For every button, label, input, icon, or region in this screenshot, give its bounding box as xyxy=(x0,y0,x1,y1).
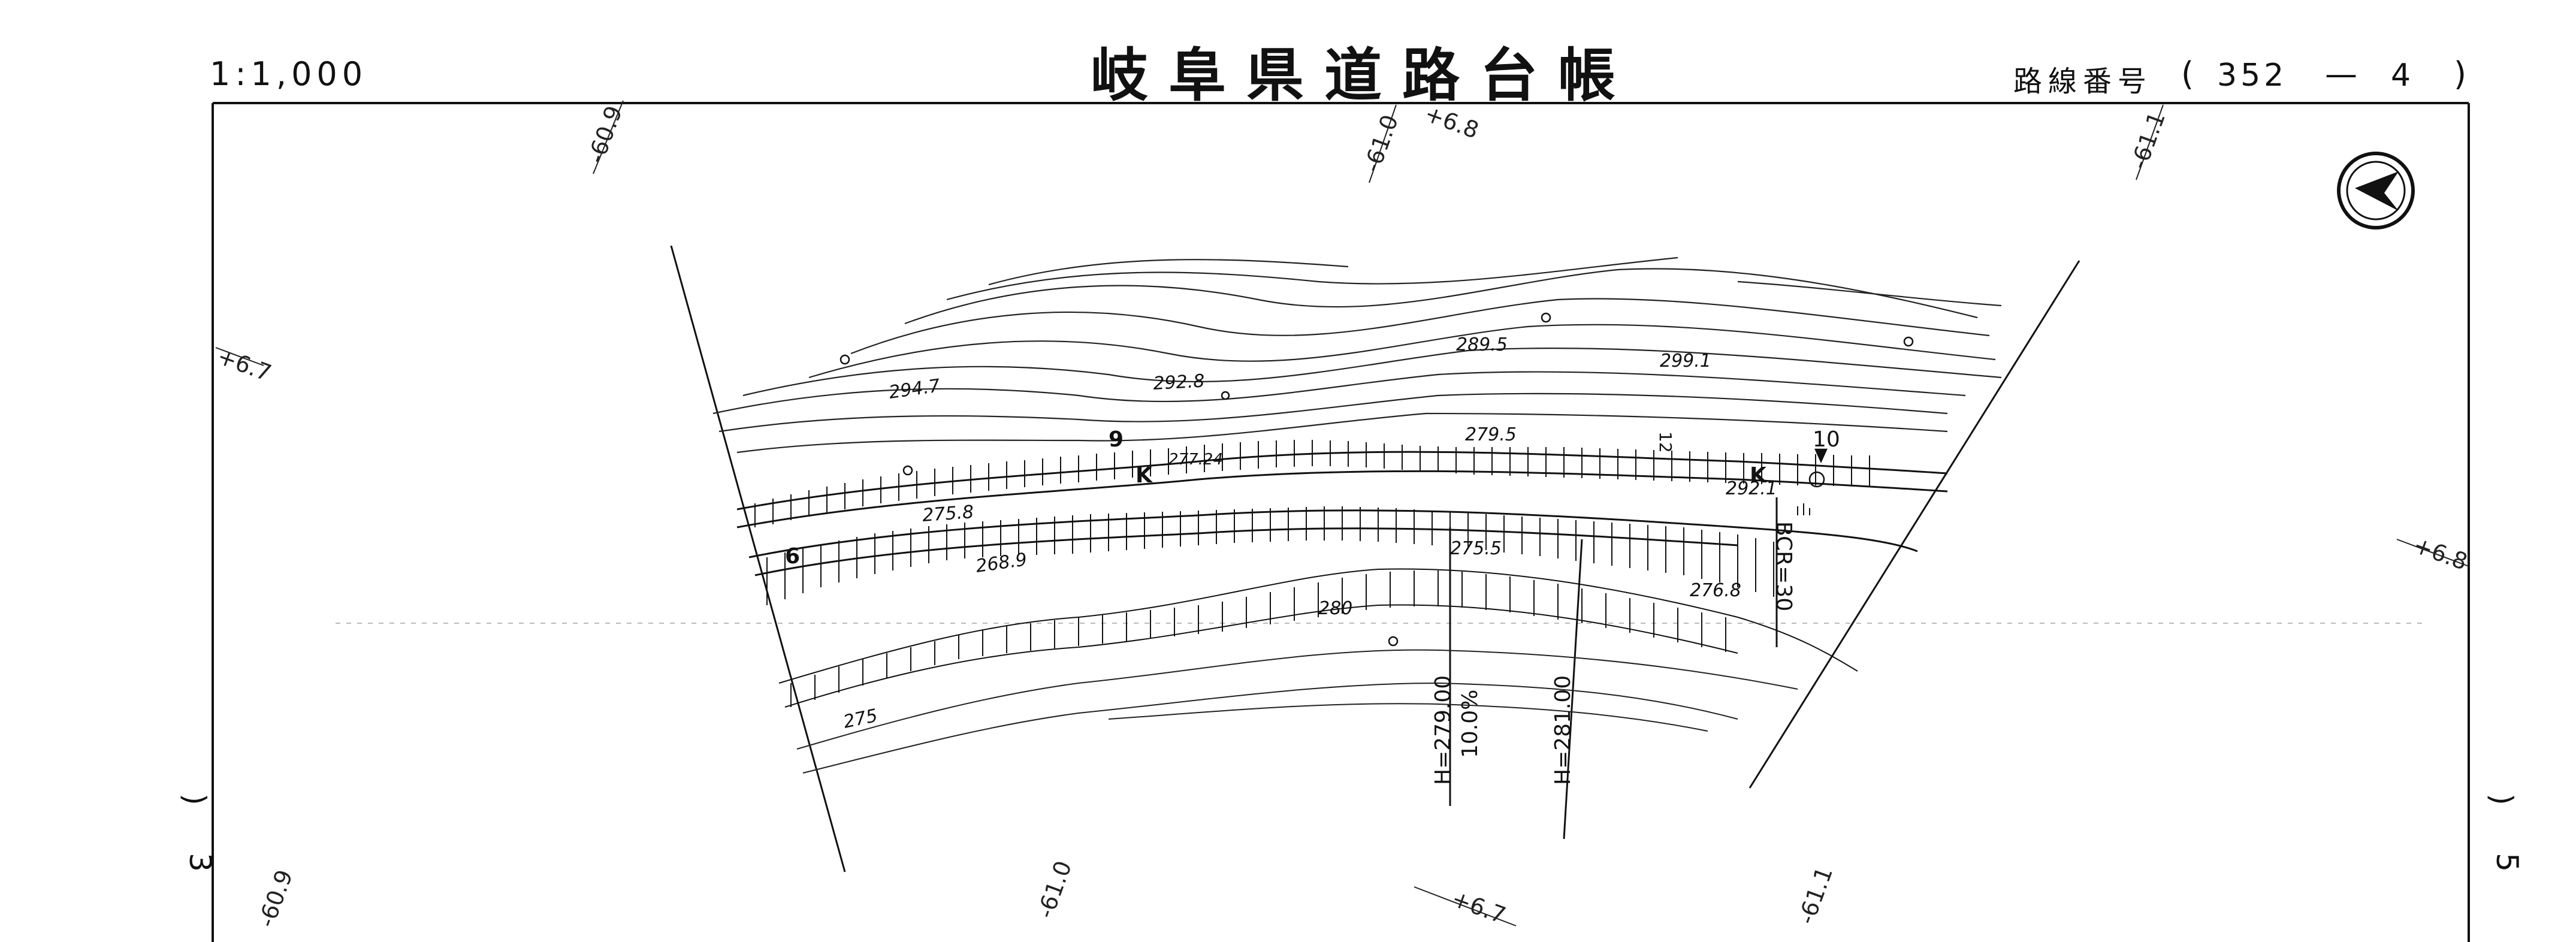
grid-label: +6.7 xyxy=(1448,885,1509,929)
map-scale: 1:1,000 xyxy=(210,55,368,93)
station-number: 10 xyxy=(1813,427,1840,452)
elevation-labels: 294.7 292.8 289.5 299.1 277.24 279.5 292… xyxy=(841,334,1777,733)
route-open-paren: ( xyxy=(2181,55,2194,93)
elevation-label: 280 xyxy=(1318,598,1352,619)
elevation-label: 275 xyxy=(841,705,879,733)
station-number: 12 xyxy=(1656,431,1675,453)
grid-label: -61.0 xyxy=(1358,111,1403,176)
grade-annotation: 10.0% xyxy=(1458,690,1482,758)
map-frame xyxy=(212,102,2470,942)
grid-label: +6.7 xyxy=(214,343,275,387)
slope-hatching-lower xyxy=(778,568,1858,708)
grid-label: +6.8 xyxy=(2410,532,2471,575)
grid-label: -60.9 xyxy=(253,866,298,931)
slope-hatching-upper xyxy=(754,440,1870,527)
route-close-paren: ) xyxy=(2454,55,2467,93)
north-arrow-icon xyxy=(2337,152,2415,230)
slope-hatching-middle xyxy=(766,506,1774,605)
elevation-label: 275.5 xyxy=(1450,538,1502,559)
survey-annotations: H=279.00 10.0% H=281.00 BCR=30 9 10 6 K … xyxy=(785,427,1840,785)
elevation-label: 294.7 xyxy=(887,375,941,403)
map-symbols xyxy=(839,312,1914,647)
elevation-label: 292.1 xyxy=(1726,478,1777,499)
route-number-dash: — xyxy=(2325,55,2357,93)
route-number-secondary: 4 xyxy=(2391,58,2411,93)
curve-radius-annotation: BCR=30 xyxy=(1771,521,1796,611)
grid-label: -60.9 xyxy=(582,102,627,167)
station-number: 9 xyxy=(1109,427,1124,452)
elevation-label: 292.8 xyxy=(1153,371,1206,394)
elevation-label: 275.8 xyxy=(922,502,974,526)
route-number-label: 路線番号 xyxy=(2013,65,2153,98)
grid-label: +6.8 xyxy=(1421,100,1482,144)
survey-marker-k: K xyxy=(1750,463,1767,488)
station-number: 6 xyxy=(785,544,800,569)
grid-label: -61.1 xyxy=(2125,108,2170,173)
height-annotation-2: H=281.00 xyxy=(1551,675,1575,785)
contour-lines-lower xyxy=(796,649,1798,774)
survey-marker-k: K xyxy=(1136,463,1153,488)
road-edges xyxy=(736,451,1948,576)
elevation-label: 299.1 xyxy=(1660,351,1711,372)
route-number-primary: 352 xyxy=(2217,58,2288,93)
page-title: 岐阜県道路台帳 xyxy=(1091,42,1636,109)
grid-label: -61.1 xyxy=(1793,864,1838,928)
elevation-label: 277.24 xyxy=(1168,451,1223,469)
elevation-label: 279.5 xyxy=(1465,424,1517,445)
contour-lines-upper xyxy=(712,256,2002,454)
height-annotation-1: H=279.00 xyxy=(1431,675,1455,785)
grid-label: -61.0 xyxy=(1032,858,1077,922)
elevation-label: 289.5 xyxy=(1456,334,1508,355)
survey-boundary xyxy=(670,245,2080,872)
elevation-label: 276.8 xyxy=(1690,580,1741,601)
grid-ticks xyxy=(215,100,2469,926)
